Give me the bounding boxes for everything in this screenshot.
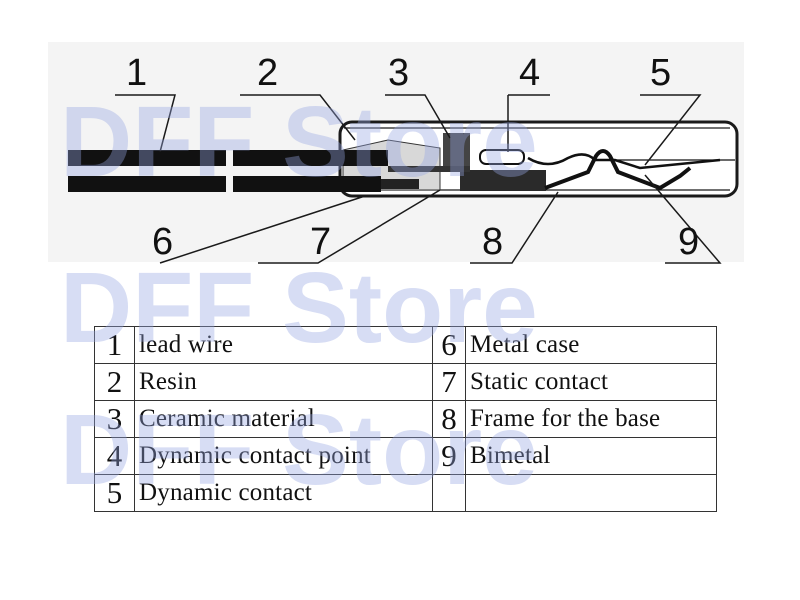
frame-for-the-base	[460, 170, 546, 191]
callout-number: 1	[126, 52, 147, 94]
callout-number: 2	[257, 52, 278, 94]
legend-label: Ceramic material	[134, 400, 433, 438]
legend-label: Resin	[134, 363, 433, 401]
legend-number: 5	[94, 474, 135, 512]
legend-number: 3	[94, 400, 135, 438]
legend-label: lead wire	[134, 326, 433, 364]
legend-row: 4 Dynamic contact point 9 Bimetal	[94, 437, 717, 475]
legend-label	[465, 474, 717, 512]
lead-wire	[68, 150, 419, 192]
legend-number: 9	[432, 437, 466, 475]
callout-number: 3	[388, 52, 409, 94]
legend-number: 6	[432, 326, 466, 364]
static-contact	[388, 166, 470, 172]
callout-number: 9	[678, 221, 699, 263]
legend-label: Static contact	[465, 363, 717, 401]
legend-number	[432, 474, 466, 512]
legend-row: 1 lead wire 6 Metal case	[94, 326, 717, 364]
legend-number: 2	[94, 363, 135, 401]
legend-number: 7	[432, 363, 466, 401]
dynamic-contact-point	[479, 149, 525, 165]
legend-row: 5 Dynamic contact	[94, 474, 717, 512]
legend-row: 2 Resin 7 Static contact	[94, 363, 717, 401]
legend-label: Frame for the base	[465, 400, 717, 438]
callout-number: 7	[310, 221, 331, 263]
legend-label: Dynamic contact point	[134, 437, 433, 475]
bimetal	[544, 149, 692, 191]
legend-table: 1 lead wire 6 Metal case 2 Resin 7 Stati…	[94, 326, 717, 512]
legend-label: Bimetal	[465, 437, 717, 475]
callout-number: 6	[152, 221, 173, 263]
ceramic-material	[443, 133, 470, 166]
legend-label: Metal case	[465, 326, 717, 364]
legend-label: Dynamic contact	[134, 474, 433, 512]
leader-lines	[115, 94, 722, 264]
legend-number: 1	[94, 326, 135, 364]
legend-row: 3 Ceramic material 8 Frame for the base	[94, 400, 717, 438]
callout-number: 8	[482, 221, 503, 263]
callout-number: 4	[519, 52, 540, 94]
legend-number: 8	[432, 400, 466, 438]
callout-number: 5	[650, 52, 671, 94]
legend-number: 4	[94, 437, 135, 475]
thermal-protector-diagram: 1 2 3 4 5 6 7 8 9	[48, 42, 744, 264]
